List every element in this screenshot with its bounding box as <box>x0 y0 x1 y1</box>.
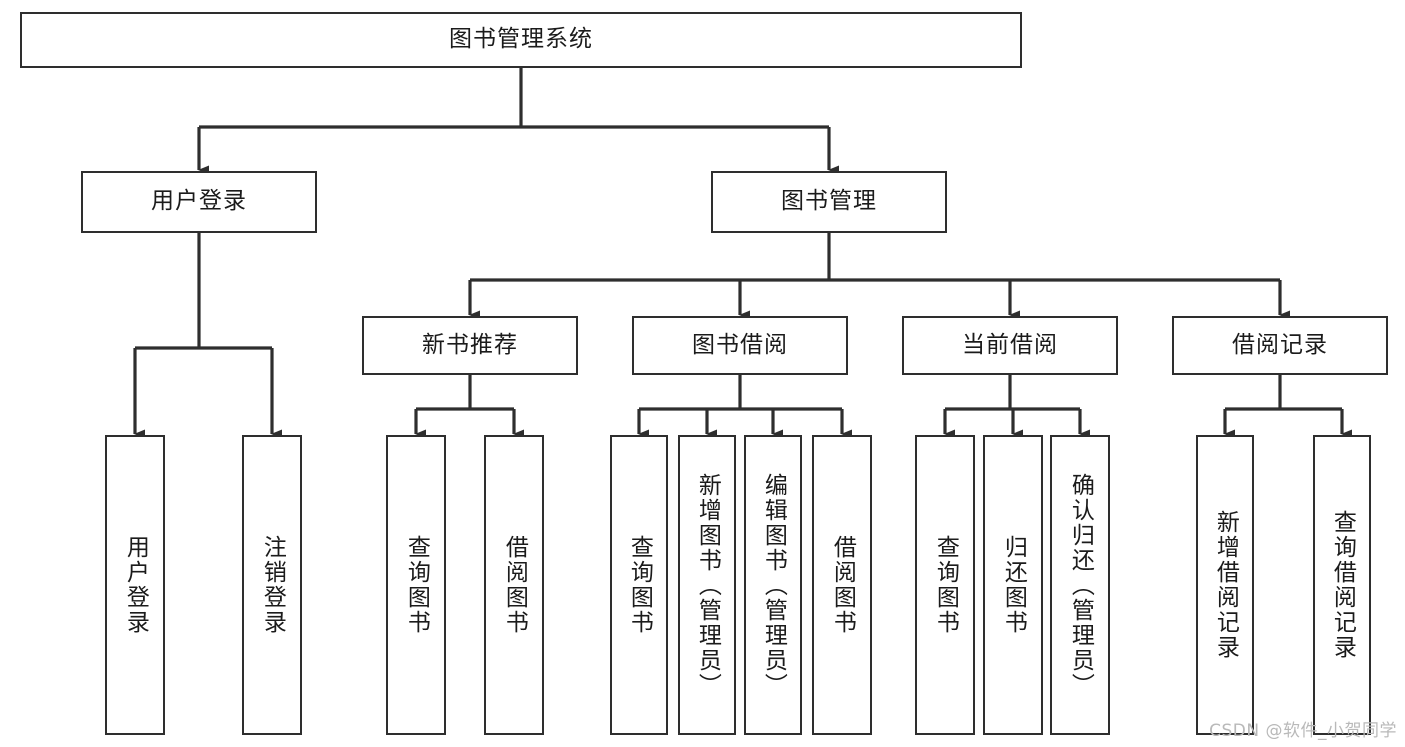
node-leaf-user-login[interactable]: 用户登录 <box>105 435 165 735</box>
node-label: 注销登录 <box>259 535 286 635</box>
node-label: 编辑图书（管理员） <box>760 472 787 698</box>
csdn-watermark: CSDN @软件_小贺同学 <box>1209 721 1397 741</box>
node-label: 图书管理 <box>781 188 877 215</box>
node-label: 新书推荐 <box>422 331 518 358</box>
node-label: 图书管理系统 <box>449 26 593 53</box>
node-leaf-add-book[interactable]: 新增图书（管理员） <box>678 435 736 735</box>
node-label: 新增借阅记录 <box>1212 510 1239 660</box>
node-leaf-add-record[interactable]: 新增借阅记录 <box>1196 435 1254 735</box>
node-label: 用户登录 <box>122 535 149 635</box>
node-leaf-confirm-return[interactable]: 确认归还（管理员） <box>1050 435 1110 735</box>
node-label: 用户登录 <box>151 188 247 215</box>
node-leaf-borrow-book-2[interactable]: 借阅图书 <box>812 435 872 735</box>
node-leaf-query-book-1[interactable]: 查询图书 <box>386 435 446 735</box>
node-leaf-query-book-2[interactable]: 查询图书 <box>610 435 668 735</box>
node-label: 新增图书（管理员） <box>694 472 721 698</box>
node-leaf-edit-book[interactable]: 编辑图书（管理员） <box>744 435 802 735</box>
node-book-manage[interactable]: 图书管理 <box>711 171 947 233</box>
node-leaf-query-record[interactable]: 查询借阅记录 <box>1313 435 1371 735</box>
node-label: 借阅记录 <box>1232 331 1328 358</box>
node-label: 当前借阅 <box>962 331 1058 358</box>
node-label: 查询图书 <box>932 535 959 635</box>
node-leaf-return-book[interactable]: 归还图书 <box>983 435 1043 735</box>
node-label: 图书借阅 <box>692 331 788 358</box>
node-root[interactable]: 图书管理系统 <box>20 12 1022 68</box>
node-label: 查询图书 <box>403 535 430 635</box>
node-borrow-record[interactable]: 借阅记录 <box>1172 316 1388 375</box>
node-new-book-recommend[interactable]: 新书推荐 <box>362 316 578 375</box>
node-label: 借阅图书 <box>829 535 856 635</box>
node-leaf-query-book-3[interactable]: 查询图书 <box>915 435 975 735</box>
node-label: 查询借阅记录 <box>1329 510 1356 660</box>
node-current-borrow[interactable]: 当前借阅 <box>902 316 1118 375</box>
node-label: 借阅图书 <box>501 535 528 635</box>
node-book-borrow[interactable]: 图书借阅 <box>632 316 848 375</box>
node-user-login[interactable]: 用户登录 <box>81 171 317 233</box>
node-label: 查询图书 <box>626 535 653 635</box>
node-leaf-borrow-book-1[interactable]: 借阅图书 <box>484 435 544 735</box>
node-label: 归还图书 <box>1000 535 1027 635</box>
node-leaf-logout[interactable]: 注销登录 <box>242 435 302 735</box>
node-label: 确认归还（管理员） <box>1067 472 1094 698</box>
